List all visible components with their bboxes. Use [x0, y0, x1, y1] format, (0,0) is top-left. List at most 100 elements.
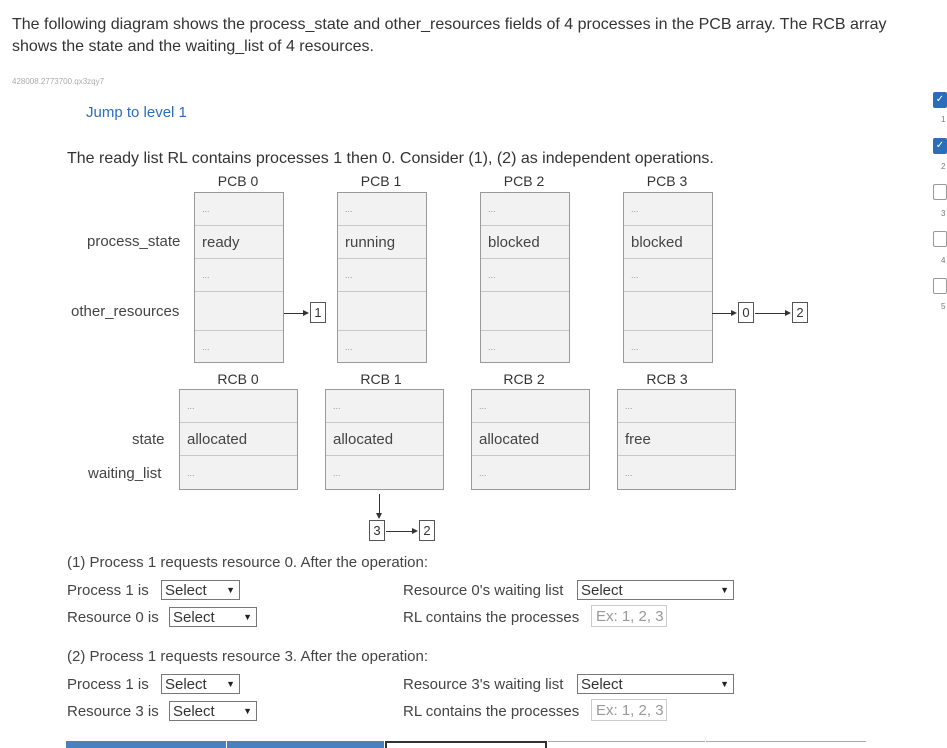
level-3-box-icon[interactable]: [933, 184, 947, 200]
state-label: state: [132, 431, 165, 448]
bottom-tab-3[interactable]: [385, 741, 547, 748]
dots: ...: [631, 270, 639, 280]
part1-waiting-select[interactable]: Select▼: [577, 580, 734, 600]
pcb-1-state: running: [345, 233, 396, 251]
dots: ...: [631, 204, 639, 214]
dots: ...: [333, 467, 341, 478]
dots: ...: [479, 401, 487, 411]
arrow-down-icon: [376, 513, 382, 519]
level-2-check-icon[interactable]: ✓: [933, 138, 947, 154]
rcb-header-1: RCB 1: [360, 371, 402, 387]
rcb-0: ... allocated ...: [179, 389, 298, 490]
rcb-3-state: free: [625, 430, 651, 448]
pcb-header-2: PCB 2: [503, 173, 545, 189]
chevron-down-icon: ▼: [720, 585, 729, 595]
list-connector: [712, 313, 732, 314]
rcb-3: ... free ...: [617, 389, 736, 490]
part1-resource-select[interactable]: Select▼: [169, 607, 257, 627]
pcb-3-resource-node-1: 2: [792, 302, 808, 323]
rcb-0-state: allocated: [187, 430, 248, 448]
part2-waiting-select[interactable]: Select▼: [577, 674, 734, 694]
dots: ...: [625, 467, 633, 478]
part2-process-select[interactable]: Select▼: [161, 674, 240, 694]
dots: ...: [202, 341, 210, 352]
level-5-box-icon[interactable]: [933, 278, 947, 294]
dots: ...: [333, 401, 341, 411]
arrow-right-icon: [412, 528, 418, 534]
list-connector: [386, 531, 413, 532]
bottom-tab-5[interactable]: [706, 741, 866, 748]
rcb-1-waiting-node-1: 2: [419, 520, 435, 541]
part1-rl-label: RL contains the processes: [403, 609, 580, 626]
part2-resource-select[interactable]: Select▼: [169, 701, 257, 721]
part2-rl-label: RL contains the processes: [403, 703, 580, 720]
pcb-header-0: PCB 0: [217, 173, 259, 189]
dots: ...: [187, 467, 195, 478]
level-5-number: 5: [941, 302, 946, 311]
part2-resource-label: Resource 3 is: [67, 703, 159, 720]
dots: ...: [345, 341, 353, 352]
dots: ...: [202, 204, 210, 214]
pcb-0: ... ready ... ...: [194, 192, 284, 363]
level-3-number: 3: [941, 209, 946, 218]
chevron-down-icon: ▼: [226, 679, 235, 689]
bottom-tab-1[interactable]: [66, 741, 226, 748]
part2-rl-input[interactable]: Ex: 1, 2, 3: [591, 699, 667, 721]
list-connector: [379, 494, 380, 514]
waiting-list-label: waiting_list: [88, 465, 162, 482]
part1-process-label: Process 1 is: [67, 582, 149, 599]
rcb-header-3: RCB 3: [646, 371, 688, 387]
part2-process-label: Process 1 is: [67, 676, 149, 693]
pcb-1: ... running ... ...: [337, 192, 427, 363]
dots: ...: [488, 204, 496, 214]
bottom-tab-4[interactable]: [548, 741, 705, 748]
pcb-header-3: PCB 3: [646, 173, 688, 189]
chevron-down-icon: ▼: [720, 679, 729, 689]
bottom-tab-2[interactable]: [227, 741, 384, 748]
rcb-header-2: RCB 2: [503, 371, 545, 387]
level-4-number: 4: [941, 256, 946, 265]
pcb-3-resource-node-0: 0: [738, 302, 754, 323]
part2-title: (2) Process 1 requests resource 3. After…: [67, 648, 429, 665]
rcb-1: ... allocated ...: [325, 389, 444, 490]
part1-process-select[interactable]: Select▼: [161, 580, 240, 600]
dots: ...: [625, 401, 633, 411]
list-connector: [755, 313, 786, 314]
part1-rl-input[interactable]: Ex: 1, 2, 3: [591, 605, 667, 627]
part1-waiting-label: Resource 0's waiting list: [403, 582, 564, 599]
pcb-0-state: ready: [202, 233, 240, 251]
chevron-down-icon: ▼: [226, 585, 235, 595]
level-1-check-icon[interactable]: ✓: [933, 92, 947, 108]
other-resources-label: other_resources: [71, 303, 180, 320]
part1-title: (1) Process 1 requests resource 0. After…: [67, 554, 429, 571]
dots: ...: [187, 401, 195, 411]
pcb-3-state: blocked: [631, 233, 683, 251]
dots: ...: [479, 467, 487, 478]
pcb-3: ... blocked ... ...: [623, 192, 713, 363]
pcb-2: ... blocked ... ...: [480, 192, 570, 363]
dots: ...: [345, 204, 353, 214]
rcb-2-state: allocated: [479, 430, 540, 448]
level-1-number: 1: [941, 115, 946, 124]
rcb-1-state: allocated: [333, 430, 394, 448]
level-4-box-icon[interactable]: [933, 231, 947, 247]
rcb-header-0: RCB 0: [217, 371, 259, 387]
list-connector: [284, 313, 304, 314]
chevron-down-icon: ▼: [243, 612, 252, 622]
chevron-down-icon: ▼: [243, 706, 252, 716]
dots: ...: [345, 270, 353, 280]
dots: ...: [631, 341, 639, 352]
process-state-label: process_state: [87, 233, 181, 250]
arrow-right-icon: [731, 310, 737, 316]
rcb-2: ... allocated ...: [471, 389, 590, 490]
description: The ready list RL contains processes 1 t…: [67, 150, 714, 167]
pcb-0-resource-node: 1: [310, 302, 326, 323]
jump-to-level-link[interactable]: Jump to level 1: [86, 104, 187, 121]
arrow-right-icon: [785, 310, 791, 316]
rcb-1-waiting-node-0: 3: [369, 520, 385, 541]
level-2-number: 2: [941, 162, 946, 171]
pcb-header-1: PCB 1: [360, 173, 402, 189]
question-id: 428008.2773700.qx3zqy7: [12, 77, 105, 86]
dots: ...: [488, 341, 496, 352]
pcb-2-state: blocked: [488, 233, 540, 251]
